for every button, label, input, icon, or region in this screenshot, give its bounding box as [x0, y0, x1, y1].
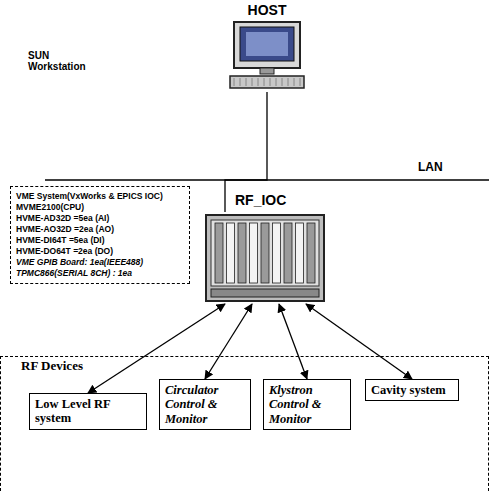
node-title: HOST — [222, 2, 312, 18]
spec-line: HVME-DI64T =5ea (DI) — [16, 235, 184, 246]
crate-icon — [205, 214, 325, 302]
card-slot — [215, 223, 223, 283]
workstation-label: SUN Workstation — [28, 50, 108, 72]
monitor-icon — [222, 20, 312, 92]
key-line — [288, 78, 289, 86]
key-line — [276, 78, 277, 86]
host-computer: HOST — [222, 2, 312, 92]
card-slot — [227, 223, 235, 283]
spec-box: VME System(VxWorks & EPICS IOC)MVME2100(… — [10, 186, 190, 284]
key-line — [270, 78, 271, 86]
crate-fan-tray — [211, 289, 319, 297]
node-title: RF_IOC — [235, 192, 335, 208]
card-slot — [238, 223, 246, 283]
vme-crate: RF_IOC — [195, 192, 335, 304]
key-line — [252, 78, 253, 86]
connector — [306, 304, 412, 379]
monitor-frame — [234, 22, 300, 68]
card-slot — [250, 223, 258, 283]
node-title: Low Level RF system — [35, 397, 141, 426]
key-line — [294, 78, 295, 86]
key-line — [282, 78, 283, 86]
connector — [279, 304, 307, 379]
node-title: VME System(VxWorks & EPICS IOC) — [16, 191, 184, 202]
device-region: RF DevicesLow Level RF system Circulator … — [0, 356, 489, 491]
key-line — [300, 78, 301, 86]
card-slot — [284, 223, 292, 283]
monitor-stand — [260, 68, 274, 74]
crate-body — [206, 215, 324, 301]
connector — [205, 304, 252, 379]
spec-line: HVME-AO32D =2ea (AO) — [16, 224, 184, 235]
screen-window — [246, 32, 288, 56]
device-box: Circulator Control & Monitor — [159, 379, 251, 430]
key-line — [258, 78, 259, 86]
card-slot — [307, 223, 315, 283]
key-line — [240, 78, 241, 86]
crate-bay — [211, 220, 319, 286]
node-title: Circulator Control & Monitor — [165, 383, 245, 426]
node-title: Klystron Control & Monitor — [269, 383, 345, 426]
node-title: RF Devices — [21, 359, 91, 373]
key-line — [246, 78, 247, 86]
device-box: Klystron Control & Monitor — [263, 379, 351, 430]
key-line — [264, 78, 265, 86]
spec-line: MVME2100(CPU) — [16, 202, 184, 213]
network-label: LAN — [418, 160, 468, 174]
monitor-screen — [240, 27, 294, 61]
device-box: Low Level RF system — [29, 393, 147, 430]
card-slot — [273, 223, 281, 283]
key-line — [234, 78, 235, 86]
spec-line: VME GPIB Board: 1ea(IEEE488) — [16, 257, 184, 268]
spec-line: TPMC866(SERIAL 8CH) : 1ea — [16, 268, 184, 279]
spec-line: HVME-AD32D =5ea (AI) — [16, 213, 184, 224]
spec-line: HVME-DO64T =2ea (DO) — [16, 246, 184, 257]
card-slot — [261, 223, 269, 283]
card-slot — [296, 223, 304, 283]
node-title: Cavity system — [371, 383, 453, 397]
device-box: Cavity system — [365, 379, 459, 401]
keyboard — [230, 76, 304, 88]
